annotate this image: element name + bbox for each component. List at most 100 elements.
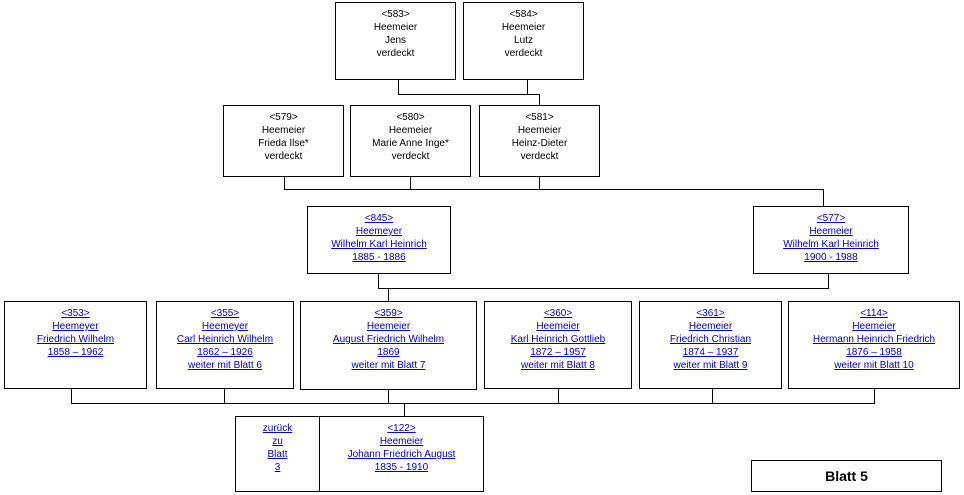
connector-line <box>539 177 540 190</box>
person-box-579: <579> Heemeier Frieda Ilse* verdeckt <box>223 105 344 177</box>
person-surname-link[interactable]: Heemeyer <box>201 321 249 332</box>
connector-line <box>527 80 528 95</box>
connector-line <box>828 274 829 289</box>
person-box-361: <361> Heemeier Friedrich Christian 1874 … <box>639 301 782 389</box>
person-id-link[interactable]: <361> <box>696 308 725 319</box>
person-surname: Heemeier <box>261 125 306 136</box>
person-given-name-link[interactable]: Wilhelm Karl Heinrich <box>331 239 427 250</box>
person-surname: Heemeier <box>517 125 562 136</box>
person-id-link[interactable]: <845> <box>364 213 394 224</box>
connector-line <box>388 390 389 404</box>
back-link-line[interactable]: Blatt <box>267 449 288 460</box>
person-id: <584> <box>509 9 538 20</box>
person-status: verdeckt <box>520 151 559 162</box>
person-status: verdeckt <box>264 151 303 162</box>
connector-line <box>284 177 285 190</box>
connector-line <box>224 389 225 404</box>
sheet-label: Blatt 5 <box>751 460 942 492</box>
continue-sheet-link[interactable]: weiter mit Blatt 7 <box>351 360 426 371</box>
person-id-link[interactable]: <353> <box>61 308 90 319</box>
continue-sheet-link[interactable]: weiter mit Blatt 8 <box>521 360 595 371</box>
person-given-name-link[interactable]: Karl Heinrich Gottlieb <box>510 334 606 345</box>
person-box-581: <581> Heemeier Heinz-Dieter verdeckt <box>479 105 600 177</box>
person-given-name: Lutz <box>514 35 533 46</box>
person-dates-link[interactable]: 1862 – 1926 <box>197 347 253 358</box>
person-surname-link[interactable]: Heemeyer <box>52 321 99 332</box>
person-surname-link[interactable]: Heemeyer <box>355 226 403 237</box>
connector-line <box>823 189 824 206</box>
person-id: <580> <box>396 112 425 123</box>
person-box-580: <580> Heemeier Marie Anne Inge* verdeckt <box>350 105 471 177</box>
connector-line <box>404 403 405 416</box>
person-dates-link[interactable]: 1885 - 1886 <box>352 252 406 263</box>
person-surname: Heemeier <box>388 125 433 136</box>
person-surname-link[interactable]: Heemeier <box>809 226 853 237</box>
person-box-360: <360> Heemeier Karl Heinrich Gottlieb 18… <box>484 301 632 389</box>
person-surname: Heemeier <box>373 22 418 33</box>
person-given-name: Heinz-Dieter <box>511 138 568 149</box>
connector-line <box>378 288 829 289</box>
person-id: <583> <box>381 9 410 20</box>
person-id-link[interactable]: <355> <box>210 308 240 319</box>
back-link-line[interactable]: zu <box>272 436 283 447</box>
person-id: <579> <box>269 112 298 123</box>
person-box-359: <359> Heemeier August Friedrich Wilhelm … <box>300 301 477 390</box>
person-dates-link[interactable]: 1876 – 1958 <box>846 347 902 358</box>
continue-sheet-link[interactable]: weiter mit Blatt 6 <box>188 360 262 371</box>
connector-line <box>71 403 875 404</box>
person-id-link[interactable]: <122> <box>387 423 416 434</box>
connector-line <box>410 177 411 190</box>
person-given-name: Frieda Ilse* <box>258 138 309 149</box>
person-dates-link[interactable]: 1900 - 1988 <box>804 252 858 263</box>
person-surname: Heemeier <box>501 22 546 33</box>
connector-line <box>378 274 379 289</box>
connector-line <box>284 189 824 190</box>
person-box-845: <845> Heemeyer Wilhelm Karl Heinrich 188… <box>307 206 451 274</box>
person-id: <581> <box>525 112 554 123</box>
person-id-link[interactable]: <360> <box>543 308 573 319</box>
back-link-line[interactable]: 3 <box>274 462 281 473</box>
person-status: verdeckt <box>504 48 543 59</box>
person-surname-link[interactable]: Heemeier <box>536 321 580 332</box>
sheet-label-text: Blatt 5 <box>825 468 868 484</box>
person-given-name-link[interactable]: August Friedrich Wilhelm <box>332 334 445 345</box>
person-id-link[interactable]: <577> <box>816 213 846 224</box>
person-given-name-link[interactable]: Friedrich Wilhelm <box>36 334 115 345</box>
connector-line <box>874 389 875 404</box>
person-id-link[interactable]: <359> <box>374 308 403 319</box>
person-box-583: <583> Heemeier Jens verdeckt <box>335 2 456 80</box>
person-given-name-link[interactable]: Wilhelm Karl Heinrich <box>783 239 879 250</box>
person-dates-link[interactable]: 1872 – 1957 <box>530 347 586 358</box>
person-dates-link[interactable]: 1835 - 1910 <box>374 462 429 473</box>
person-dates-link[interactable]: 1869 <box>377 347 400 358</box>
back-link-line[interactable]: zurück <box>262 423 293 434</box>
person-given-name-link[interactable]: Hermann Heinrich Friedrich <box>812 334 936 345</box>
person-given-name-link[interactable]: Friedrich Christian <box>669 334 752 345</box>
person-given-name-link[interactable]: Johann Friedrich August <box>347 449 456 460</box>
person-box-114: <114> Heemeier Hermann Heinrich Friedric… <box>788 301 960 389</box>
person-given-name-link[interactable]: Carl Heinrich Wilhelm <box>176 334 274 345</box>
connector-line <box>398 94 540 95</box>
person-box-355: <355> Heemeyer Carl Heinrich Wilhelm 186… <box>156 301 294 389</box>
back-link-box[interactable]: zurück zu Blatt 3 <box>235 416 320 492</box>
person-surname-link[interactable]: Heemeier <box>366 321 411 332</box>
connector-line <box>539 94 540 105</box>
person-id-link[interactable]: <114> <box>860 308 888 319</box>
connector-line <box>71 389 72 404</box>
person-surname-link[interactable]: Heemeier <box>852 321 896 332</box>
person-box-577: <577> Heemeier Wilhelm Karl Heinrich 190… <box>753 206 909 274</box>
person-status: verdeckt <box>391 151 430 162</box>
person-dates-link[interactable]: 1858 – 1962 <box>47 347 104 358</box>
person-surname-link[interactable]: Heemeier <box>379 436 424 447</box>
connector-line <box>388 288 389 301</box>
person-given-name: Marie Anne Inge* <box>372 138 449 149</box>
person-box-584: <584> Heemeier Lutz verdeckt <box>463 2 584 80</box>
person-surname-link[interactable]: Heemeier <box>688 321 733 332</box>
continue-sheet-link[interactable]: weiter mit Blatt 10 <box>834 360 914 371</box>
connector-line <box>712 389 713 404</box>
connector-line <box>558 389 559 404</box>
continue-sheet-link[interactable]: weiter mit Blatt 9 <box>673 360 748 371</box>
person-status: verdeckt <box>376 48 415 59</box>
person-given-name: Jens <box>384 35 407 46</box>
person-dates-link[interactable]: 1874 – 1937 <box>682 347 739 358</box>
